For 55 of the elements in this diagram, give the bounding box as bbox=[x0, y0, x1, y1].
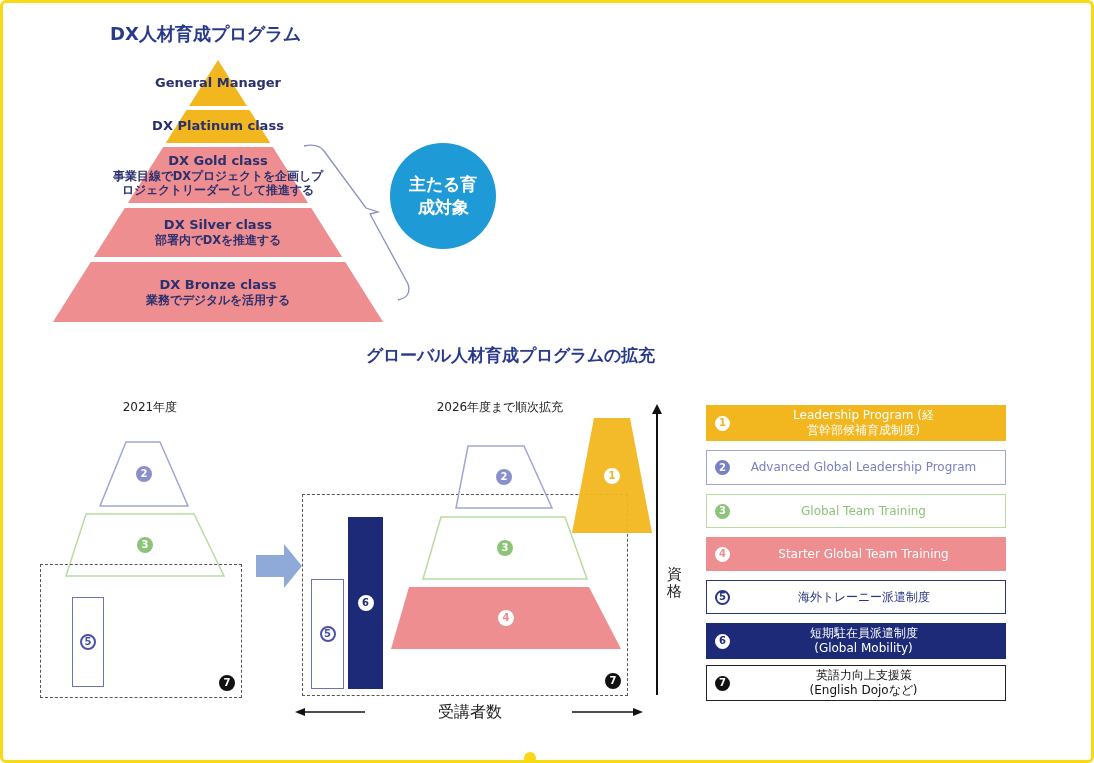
number-badge: 1 bbox=[715, 415, 730, 431]
program-name: 海外トレーニー派遣制度 bbox=[796, 589, 931, 605]
number-badge: 5 bbox=[319, 626, 336, 642]
program-name: Starter Global Team Training bbox=[777, 546, 950, 562]
program-box bbox=[706, 450, 1006, 485]
number-badge: 2 bbox=[715, 460, 730, 475]
trapezoid bbox=[456, 446, 552, 508]
section-heading: グローバル人材育成プログラムの拡充 bbox=[364, 344, 656, 367]
year-label: 2021年度 bbox=[121, 399, 179, 416]
dashed-frame bbox=[302, 494, 628, 696]
tier-description: 事業目線でDXプロジェクトを企画しプロジェクトリーダーとして推進する bbox=[111, 168, 325, 198]
number-badge: 4 bbox=[715, 546, 730, 562]
year-label: 2026年度まで順次拡充 bbox=[435, 399, 565, 416]
diagram-title: DX人材育成プログラム bbox=[110, 22, 301, 46]
program-box bbox=[706, 665, 1006, 701]
program-box bbox=[706, 623, 1006, 659]
trapezoid bbox=[100, 442, 188, 506]
tier-title: DX Bronze class bbox=[159, 276, 277, 293]
pyramid-tier bbox=[53, 262, 383, 322]
tier-description: 部署内でDXを推進する bbox=[153, 233, 283, 248]
program-box bbox=[706, 494, 1006, 528]
tier-title: DX Gold class bbox=[168, 152, 268, 169]
number-badge: 7 bbox=[605, 673, 621, 689]
program-name: 短期駐在員派遣制度 (Global Mobility) bbox=[808, 626, 919, 656]
pyramid-tier bbox=[94, 208, 342, 257]
number-badge: 5 bbox=[715, 589, 730, 605]
program-name: Global Team Training bbox=[800, 503, 927, 519]
program-box bbox=[706, 537, 1006, 571]
axis-label: 受講者数 bbox=[437, 701, 503, 723]
number-badge: 7 bbox=[715, 675, 730, 691]
number-badge: 5 bbox=[80, 634, 96, 650]
circle-label: 主たる育成対象 bbox=[408, 172, 478, 219]
program-box bbox=[706, 580, 1006, 614]
number-badge: 3 bbox=[497, 540, 513, 556]
rectangle bbox=[72, 597, 104, 687]
bar bbox=[348, 517, 383, 689]
trapezoid bbox=[391, 587, 621, 649]
trapezoid bbox=[66, 514, 224, 576]
program-box bbox=[706, 405, 1006, 441]
program-name: Leadership Program (経営幹部候補育成制度) bbox=[792, 408, 935, 438]
program-name: Advanced Global Leadership Program bbox=[749, 460, 978, 475]
program-name: 英語力向上支援策 (English Dojoなど) bbox=[808, 668, 919, 698]
trapezoid bbox=[572, 418, 652, 533]
tier-description: 業務でデジタルを活用する bbox=[145, 292, 291, 308]
number-badge: 6 bbox=[715, 633, 730, 649]
axis-label: 資格 bbox=[667, 566, 683, 599]
number-badge: 3 bbox=[137, 537, 153, 553]
number-badge: 7 bbox=[219, 675, 235, 691]
number-badge: 2 bbox=[496, 469, 512, 485]
rectangle bbox=[311, 579, 344, 689]
number-badge: 6 bbox=[357, 595, 374, 611]
dashed-frame bbox=[40, 564, 242, 698]
number-badge: 3 bbox=[715, 503, 730, 519]
number-badge: 2 bbox=[136, 466, 152, 482]
tier-title: DX Silver class bbox=[163, 217, 273, 234]
